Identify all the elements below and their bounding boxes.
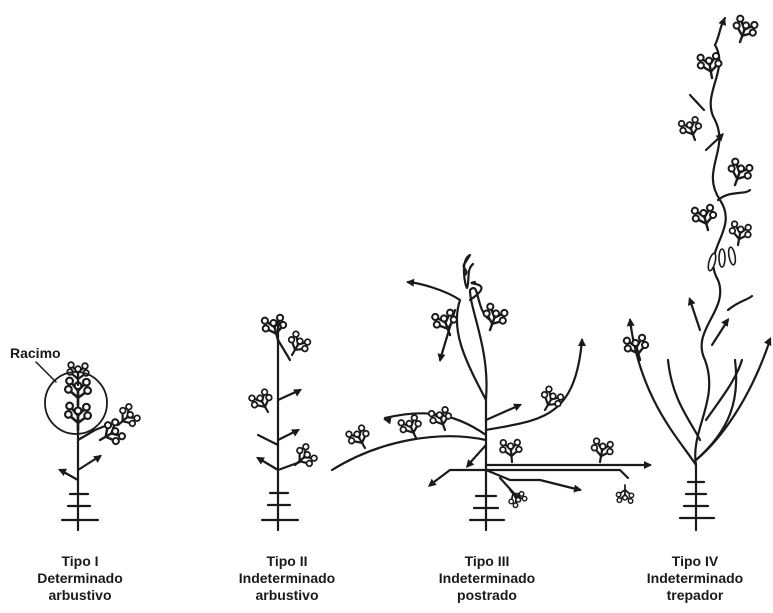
caption-title: Tipo IV	[620, 553, 770, 570]
caption-tipo-4: Tipo IV Indeterminado trepador	[620, 553, 770, 604]
caption-habit: trepador	[620, 587, 770, 604]
caption-habit: arbustivo	[5, 587, 155, 604]
caption-tipo-2: Tipo II Indeterminado arbustivo	[212, 553, 362, 604]
caption-tipo-3: Tipo III Indeterminado postrado	[412, 553, 562, 604]
caption-title: Tipo III	[412, 553, 562, 570]
caption-habit: arbustivo	[212, 587, 362, 604]
caption-growth: Indeterminado	[412, 570, 562, 587]
plant-tipo-1	[36, 362, 142, 530]
racimo-label: Racimo	[10, 345, 61, 361]
caption-habit: postrado	[412, 587, 562, 604]
caption-tipo-1: Tipo I Determinado arbustivo	[5, 553, 155, 604]
plant-tipo-3	[332, 255, 652, 530]
caption-growth: Indeterminado	[620, 570, 770, 587]
caption-growth: Indeterminado	[212, 570, 362, 587]
plant-tipo-2	[247, 313, 319, 530]
caption-growth: Determinado	[5, 570, 155, 587]
caption-title: Tipo II	[212, 553, 362, 570]
caption-title: Tipo I	[5, 553, 155, 570]
plant-tipo-4	[622, 14, 773, 530]
racimo-pointer	[36, 362, 56, 382]
